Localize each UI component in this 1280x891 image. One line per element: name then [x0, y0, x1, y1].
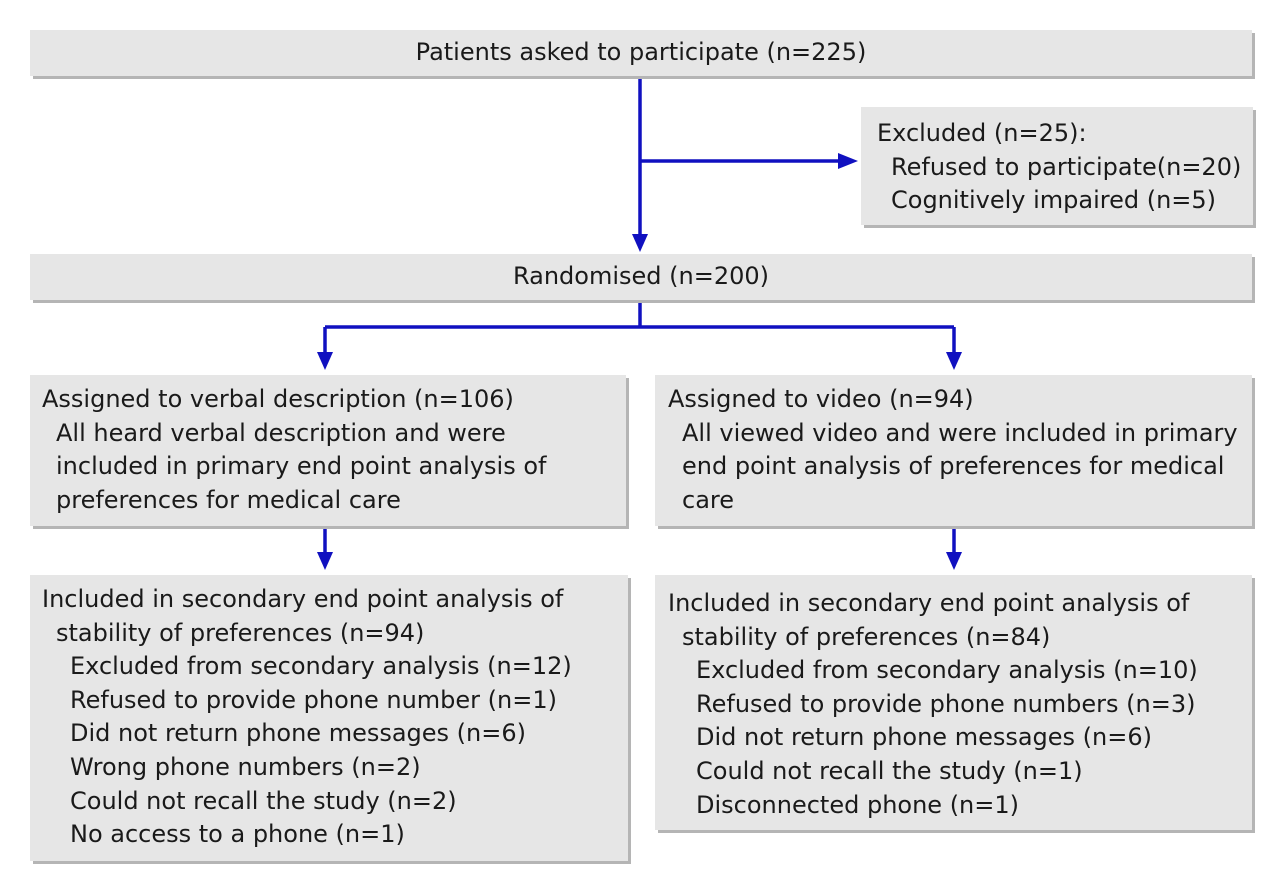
video-followup-box: Included in secondary end point analysis…: [655, 575, 1252, 830]
verbal-arm-title: Assigned to verbal description (n=106): [42, 385, 514, 413]
verbal-followup-title: Included in secondary end point analysis…: [42, 585, 564, 613]
arrowhead-excluded: [838, 153, 858, 169]
verbal-followup-item: Excluded from secondary analysis (n=12): [70, 652, 572, 681]
excluded-item: Cognitively impaired (n=5): [891, 186, 1217, 215]
verbal-followup-item: Refused to provide phone number (n=1): [70, 685, 557, 714]
video-arm-line: All viewed video and were included in pr…: [682, 418, 1238, 447]
randomised-label: Randomised (n=200): [512, 262, 770, 290]
enrolment-label: Patients asked to participate (n=225): [415, 38, 867, 66]
video-followup-item: Did not return phone messages (n=6): [696, 723, 1152, 752]
verbal-followup-item: Wrong phone numbers (n=2): [70, 752, 421, 781]
video-followup-item: Disconnected phone (n=1): [696, 790, 1020, 819]
excluded-title: Excluded (n=25):: [877, 119, 1087, 147]
video-arm-title: Assigned to video (n=94): [668, 385, 974, 413]
arrowhead-video-followup: [946, 552, 962, 570]
arrowhead-randomised: [632, 234, 648, 252]
video-followup-item: Refused to provide phone numbers (n=3): [696, 689, 1196, 718]
video-followup-title: Included in secondary end point analysis…: [668, 589, 1190, 617]
arrowhead-verbal-followup: [317, 552, 333, 570]
arrowhead-video-arm: [946, 352, 962, 370]
video-followup-item: Could not recall the study (n=1): [696, 756, 1083, 785]
video-arm-box: Assigned to video (n=94) All viewed vide…: [655, 375, 1252, 526]
verbal-followup-subtitle: stability of preferences (n=94): [56, 618, 425, 647]
video-followup-subtitle: stability of preferences (n=84): [682, 622, 1051, 651]
verbal-arm-box: Assigned to verbal description (n=106) A…: [30, 375, 626, 526]
verbal-arm-line: preferences for medical care: [56, 485, 401, 514]
verbal-arm-line: included in primary end point analysis o…: [56, 452, 547, 481]
video-followup-item: Excluded from secondary analysis (n=10): [696, 656, 1198, 685]
excluded-box: Excluded (n=25): Refused to participate(…: [861, 107, 1253, 225]
video-arm-line: end point analysis of preferences for me…: [682, 452, 1225, 481]
verbal-followup-box: Included in secondary end point analysis…: [30, 575, 628, 861]
verbal-followup-item: Did not return phone messages (n=6): [70, 719, 526, 748]
video-arm-line: care: [682, 485, 735, 514]
verbal-followup-item: No access to a phone (n=1): [70, 820, 405, 849]
enrolment-box: Patients asked to participate (n=225): [30, 30, 1252, 76]
verbal-arm-line: All heard verbal description and were: [56, 418, 506, 447]
arrowhead-verbal-arm: [317, 352, 333, 370]
randomised-box: Randomised (n=200): [30, 254, 1252, 300]
excluded-item: Refused to participate(n=20): [891, 152, 1242, 181]
verbal-followup-item: Could not recall the study (n=2): [70, 786, 457, 815]
